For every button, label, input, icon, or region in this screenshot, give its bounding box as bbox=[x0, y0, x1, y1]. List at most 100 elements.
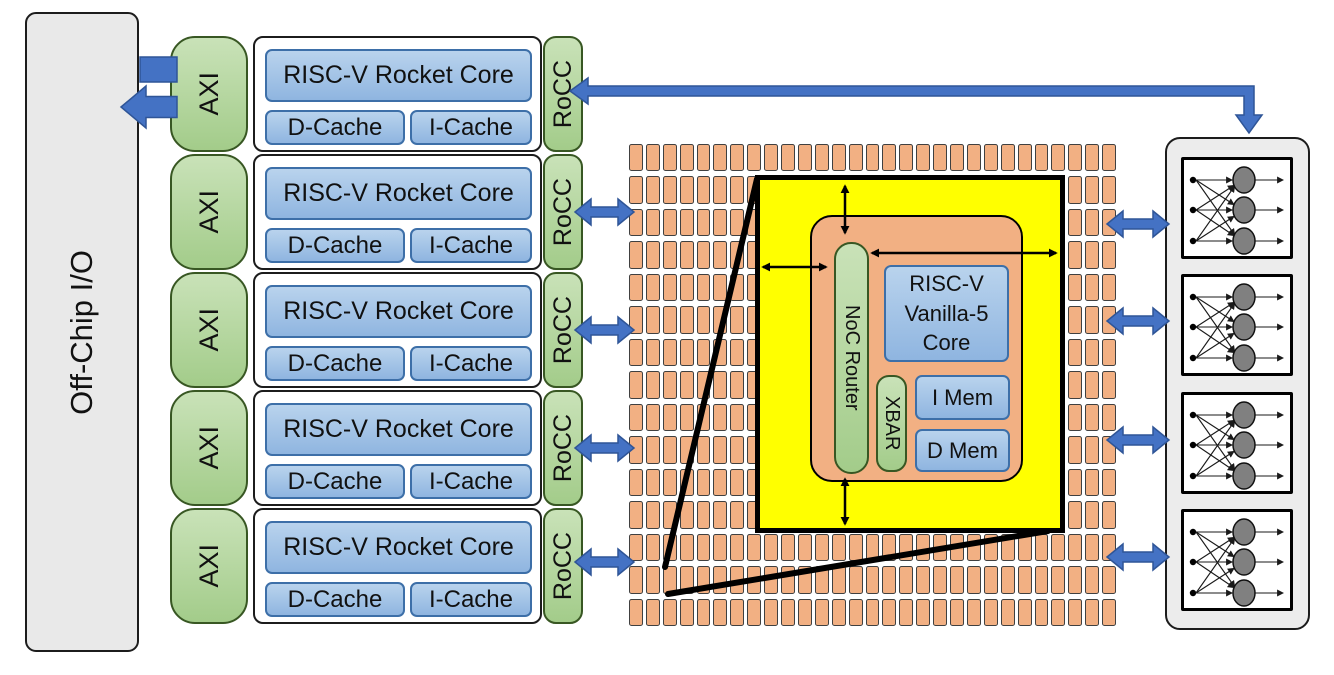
nn-edge bbox=[1195, 414, 1235, 441]
nn-edges bbox=[1195, 293, 1236, 362]
manycore-tile bbox=[1085, 241, 1100, 269]
nn-edge bbox=[1195, 302, 1236, 359]
nn-neurons bbox=[1232, 283, 1256, 372]
rocc-label: RoCC bbox=[548, 531, 577, 601]
manycore-tile bbox=[1085, 598, 1100, 626]
manycore-tile bbox=[662, 144, 677, 172]
manycore-tile bbox=[679, 208, 694, 237]
manycore-tile bbox=[645, 468, 660, 497]
nn-edge bbox=[1195, 185, 1236, 242]
manycore-tile bbox=[865, 598, 880, 626]
nn-edge bbox=[1195, 537, 1236, 594]
manycore-tile bbox=[1102, 176, 1116, 204]
manycore-tile bbox=[1085, 403, 1100, 432]
manycore-tile bbox=[966, 144, 981, 172]
manycore-tile bbox=[679, 241, 694, 269]
dcache-box: D-Cache bbox=[265, 228, 405, 263]
noc-router-label: NoC Router bbox=[841, 305, 863, 411]
manycore-tile bbox=[1034, 598, 1049, 626]
manycore-tile bbox=[645, 273, 660, 302]
manycore-tile bbox=[730, 306, 745, 334]
manycore-tile bbox=[696, 468, 711, 497]
manycore-tile bbox=[662, 436, 677, 464]
icache-label: I-Cache bbox=[428, 349, 514, 377]
nn-edge bbox=[1195, 567, 1235, 594]
nn-neuron bbox=[1232, 227, 1256, 255]
tile-zoom-highlight-box: NoC Router RISC-V Vanilla-5 Core XBAR I … bbox=[755, 175, 1065, 533]
manycore-tile bbox=[1102, 468, 1116, 497]
dcache-label: D-Cache bbox=[287, 231, 383, 259]
host-core-row: AXI RISC-V Rocket Core D-Cache I-Cache R… bbox=[170, 36, 583, 152]
manycore-tile bbox=[1085, 208, 1100, 237]
manycore-tile bbox=[713, 241, 728, 269]
rocket-core-label: RISC-V Rocket Core bbox=[283, 61, 514, 89]
manycore-tile bbox=[1068, 208, 1083, 237]
nn-edges bbox=[1195, 411, 1236, 480]
manycore-tile bbox=[764, 144, 779, 172]
icache-label: I-Cache bbox=[428, 467, 514, 495]
axi-block: AXI bbox=[170, 390, 248, 506]
manycore-tile bbox=[730, 468, 745, 497]
manycore-tile bbox=[1102, 144, 1116, 172]
manycore-tile bbox=[1085, 144, 1100, 172]
manycore-tile bbox=[781, 144, 795, 172]
icache-box: I-Cache bbox=[410, 110, 532, 145]
manycore-tile bbox=[1085, 338, 1100, 367]
manycore-tile bbox=[966, 566, 981, 594]
manycore-tile bbox=[645, 598, 660, 626]
rocket-core-label: RISC-V Rocket Core bbox=[283, 179, 514, 207]
manycore-tile bbox=[679, 403, 694, 432]
manycore-tile bbox=[713, 533, 728, 562]
manycore-tile bbox=[730, 144, 745, 172]
manycore-tile bbox=[882, 566, 897, 594]
axi-label: AXI bbox=[193, 426, 224, 470]
manycore-tile bbox=[831, 533, 846, 562]
dcache-box: D-Cache bbox=[265, 582, 405, 617]
nn-edge bbox=[1195, 561, 1235, 589]
manycore-tile bbox=[1102, 598, 1116, 626]
manycore-tile bbox=[696, 273, 711, 302]
manycore-tile bbox=[865, 566, 880, 594]
dcache-box: D-Cache bbox=[265, 110, 405, 145]
nn-diagram-box bbox=[1181, 157, 1293, 259]
nn-accelerator-panel bbox=[1165, 137, 1310, 630]
manycore-tile bbox=[1017, 598, 1032, 626]
nn-edge bbox=[1195, 419, 1235, 446]
nn-edges bbox=[1195, 176, 1236, 245]
manycore-tile bbox=[1068, 403, 1083, 432]
icache-label: I-Cache bbox=[428, 585, 514, 613]
manycore-tile bbox=[882, 598, 897, 626]
manycore-tile bbox=[662, 208, 677, 237]
manycore-tile bbox=[713, 144, 728, 172]
manycore-tile bbox=[764, 598, 779, 626]
rocc-block: RoCC bbox=[543, 508, 583, 624]
icache-box: I-Cache bbox=[410, 228, 532, 263]
manycore-tile bbox=[1068, 371, 1083, 399]
nn-neuron bbox=[1232, 166, 1256, 194]
nn-neuron bbox=[1232, 462, 1256, 490]
dcache-box: D-Cache bbox=[265, 464, 405, 499]
xbar-label: XBAR bbox=[881, 396, 903, 451]
manycore-tile bbox=[713, 208, 728, 237]
nn-neuron bbox=[1232, 196, 1256, 224]
icache-box: I-Cache bbox=[410, 464, 532, 499]
manycore-tile bbox=[950, 598, 964, 626]
manycore-tile bbox=[713, 371, 728, 399]
nn-diagram-box bbox=[1181, 274, 1293, 376]
xbar-block: XBAR bbox=[876, 375, 907, 472]
manycore-tile bbox=[950, 144, 964, 172]
nn-edge bbox=[1195, 296, 1235, 323]
nn-edges bbox=[1195, 528, 1236, 597]
axi-label: AXI bbox=[193, 308, 224, 352]
nn-neuron bbox=[1232, 579, 1256, 607]
manycore-tile bbox=[1051, 598, 1066, 626]
dmem-box: D Mem bbox=[915, 429, 1010, 472]
manycore-tile bbox=[781, 533, 795, 562]
manycore-tile bbox=[662, 273, 677, 302]
nn-edge bbox=[1195, 450, 1235, 477]
manycore-tile bbox=[1102, 501, 1116, 529]
manycore-tile bbox=[730, 501, 745, 529]
rocc-label: RoCC bbox=[548, 413, 577, 483]
manycore-tile bbox=[696, 533, 711, 562]
manycore-tile bbox=[696, 306, 711, 334]
